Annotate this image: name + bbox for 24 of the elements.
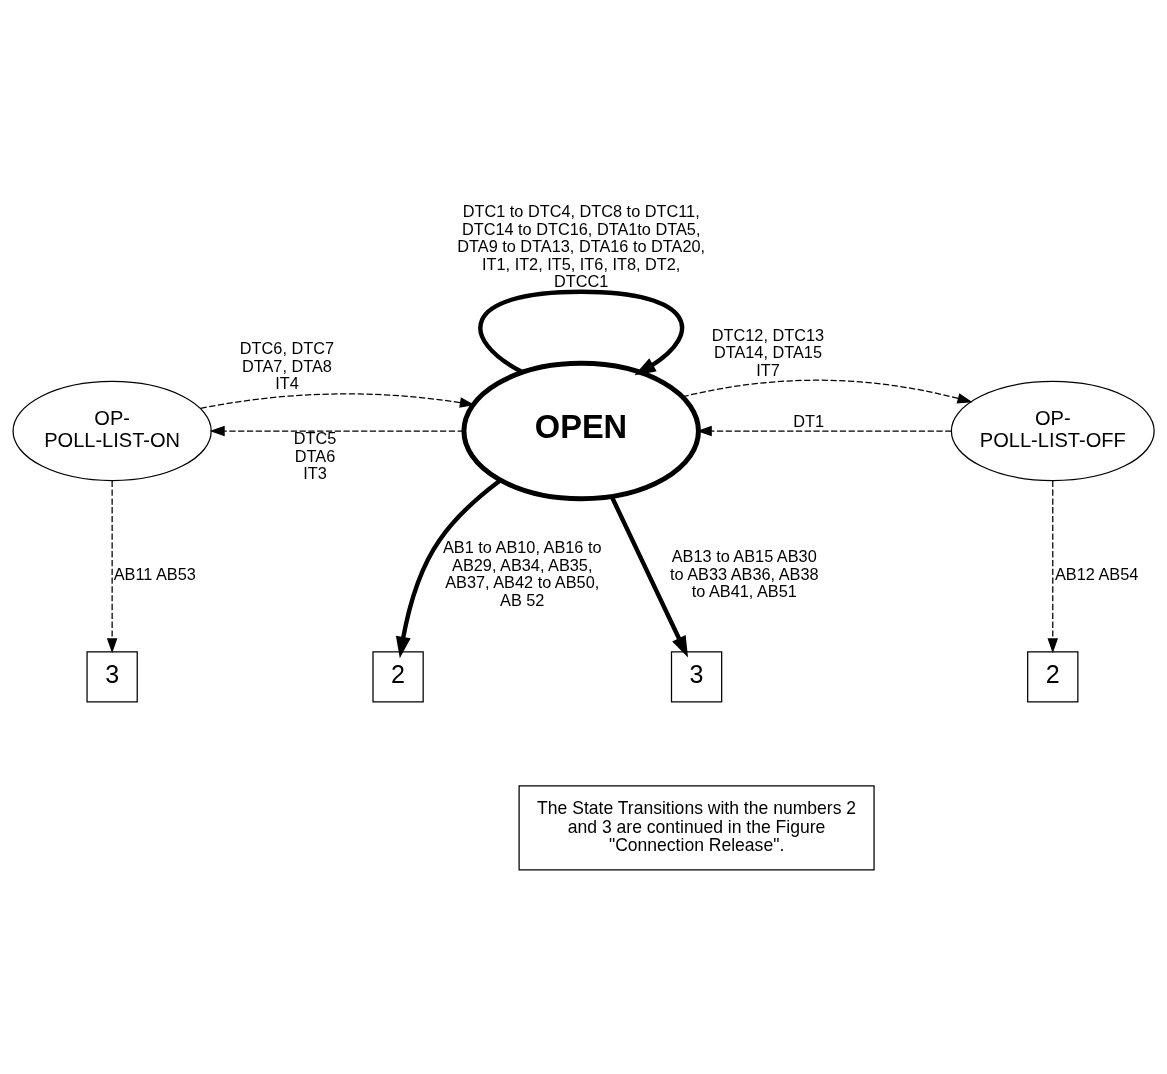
arrow [209, 425, 465, 437]
edge-label: DTC6, DTC7 DTA7, DTA8 IT4 [239, 339, 335, 393]
arrow [478, 289, 684, 376]
arrow [1047, 480, 1059, 654]
edge-label: DT1 [793, 411, 824, 430]
arrow [106, 480, 118, 654]
edge-label: DTC12, DTC13 DTA14, DTA15 IT7 [711, 325, 825, 379]
arrow [681, 379, 973, 404]
edge-label: AB12 AB54 [1054, 564, 1139, 583]
node-ellipse: OP- POLL-LIST-ON [12, 380, 212, 482]
node-box: 3 [670, 651, 723, 703]
node-box: The State Transitions with the numbers 2 and 3 are continued in the Figure "Connection Release". [518, 785, 875, 871]
edge-label: DTC5 DTA6 IT3 [293, 429, 337, 483]
edge-label: DTC1 to DTC4, DTC8 to DTC11, DTC14 to DTC16, DTA1to DTA5, DTA9 to DTA13, DTA16 to DTA20, IT1, IT2, IT5, IT6, IT8, DT2, DTCC1 [457, 202, 706, 291]
arrow [199, 393, 475, 409]
node-box: 2 [1027, 651, 1079, 703]
node-box: 2 [372, 651, 424, 703]
node-ellipse: OP- POLL-LIST-OFF [950, 380, 1155, 482]
edge-label: AB13 to AB15 AB30 to AB33 AB36, AB38 to AB41, AB51 [669, 546, 819, 601]
edge-label: AB1 to AB10, AB16 to AB29, AB34, AB35, AB37, AB42 to AB50, AB 52 [442, 538, 602, 609]
node-box: 3 [86, 651, 138, 703]
arrow [395, 478, 502, 659]
arrow [609, 495, 689, 658]
edge-label: AB11 AB53 [113, 564, 196, 583]
